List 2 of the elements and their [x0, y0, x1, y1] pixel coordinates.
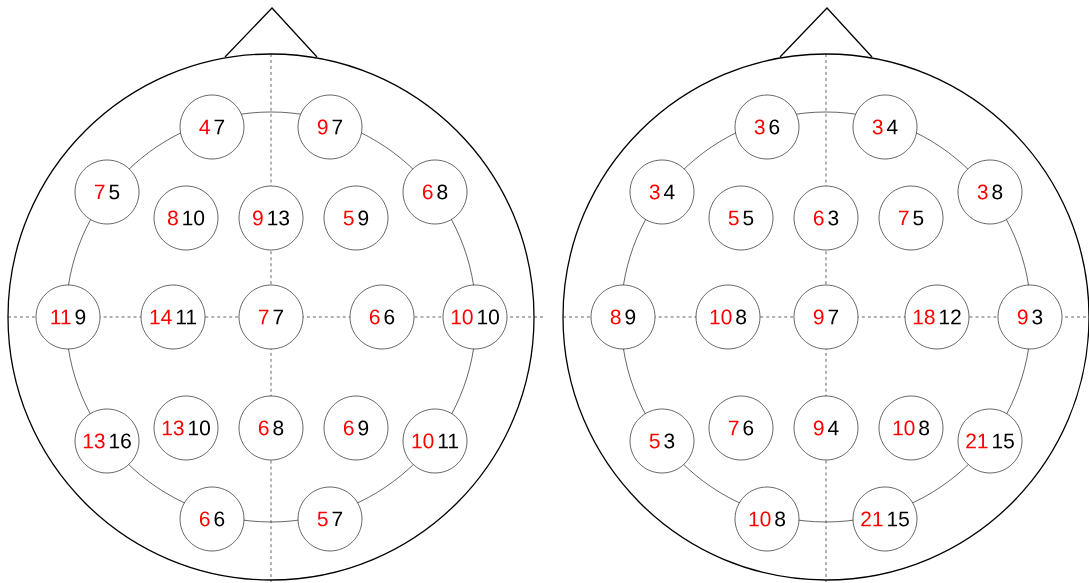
head-outline [7, 7, 535, 581]
head-outline [562, 7, 1089, 581]
